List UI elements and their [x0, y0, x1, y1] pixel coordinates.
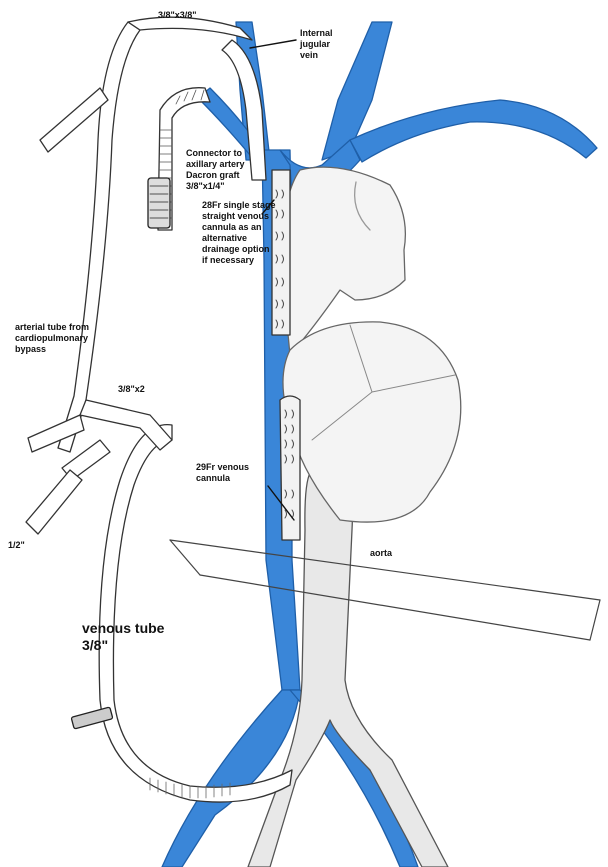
- lower-stub-a: [28, 415, 84, 452]
- y-connector-label: 3/8"x2: [118, 384, 145, 395]
- cannula-29fr-label: 29Fr venous cannula: [196, 462, 249, 484]
- arterial-tube-label: arterial tube from cardiopulmonary bypas…: [15, 322, 89, 355]
- venous-tube-label: venous tube 3/8": [82, 620, 164, 654]
- cannula-28fr-label: 28Fr single stage straight venous cannul…: [202, 200, 276, 266]
- y-connector: [80, 400, 172, 450]
- tubing: [26, 17, 292, 802]
- half-inch-label: 1/2": [8, 540, 25, 551]
- lower-stub-c: [26, 470, 82, 534]
- connector-clamp: [148, 178, 170, 228]
- right-subclavian-vein: [350, 100, 597, 162]
- heart: [280, 167, 461, 522]
- cannula-29fr: [280, 396, 300, 540]
- jugular-vein-label: Internal jugular vein: [300, 28, 333, 61]
- top-connector-label: 3/8"x3/8": [158, 10, 197, 21]
- connector-label: Connector to axillary artery Dacron graf…: [186, 148, 245, 192]
- aorta-label: aorta: [370, 548, 392, 559]
